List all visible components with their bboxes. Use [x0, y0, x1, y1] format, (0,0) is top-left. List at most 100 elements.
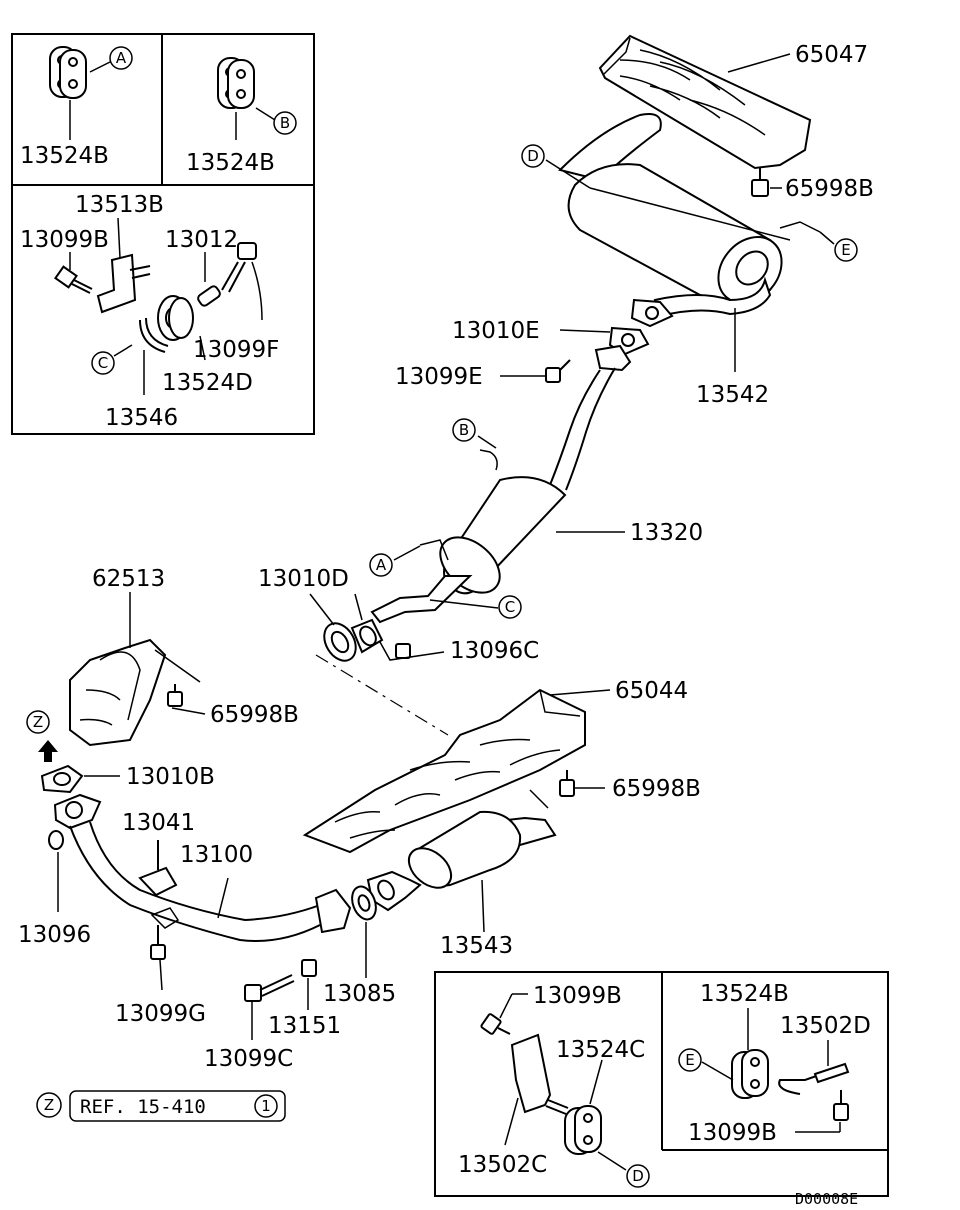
bolt-icon: [559, 770, 575, 797]
label-13524B-b: 13524B: [186, 150, 275, 176]
rubber-hanger-icon: [49, 46, 87, 99]
label-13320: 13320: [630, 520, 703, 546]
main-muffler: [558, 113, 783, 318]
callout-a-marker: A: [109, 46, 133, 70]
rubber-hanger-icon: [217, 57, 255, 109]
label-13502C: 13502C: [458, 1152, 547, 1178]
marker-text: A: [116, 49, 127, 67]
label-13099B-e: 13099B: [688, 1120, 777, 1146]
callout-a-marker: A: [369, 553, 393, 577]
nut-icon: [301, 959, 317, 977]
rubber-hanger-icon: [564, 1105, 602, 1155]
inset-hanger-e: 13524B E 13502D 13099B: [678, 981, 871, 1146]
bolt-f-icon: [221, 242, 257, 293]
label-62513: 62513: [92, 566, 165, 592]
label-13099B-c: 13099B: [20, 227, 109, 253]
label-13542: 13542: [696, 382, 769, 408]
gasket-icon: [323, 618, 384, 662]
callout-e-marker: E: [678, 1048, 702, 1072]
bolt-icon: [150, 925, 166, 960]
callout-b-marker: B: [452, 418, 476, 442]
inset-hanger-a: A 13524B: [20, 46, 133, 169]
label-65998B-top: 65998B: [785, 176, 874, 202]
label-13100: 13100: [180, 842, 253, 868]
callout-z-marker: Z: [26, 710, 50, 734]
label-13099E: 13099E: [395, 364, 483, 390]
bolt-icon: [480, 1013, 511, 1035]
bolt-icon: [167, 684, 183, 707]
callout-d-marker: D: [626, 1164, 650, 1188]
bolt-icon: [545, 359, 571, 383]
label-65047: 65047: [795, 42, 868, 68]
svg-text:Z: Z: [44, 1096, 54, 1114]
reference-note: Z REF. 15-410 1: [36, 1090, 286, 1122]
label-13099F: 13099F: [193, 337, 279, 363]
svg-text:E: E: [685, 1051, 694, 1069]
heat-shield-rear: [598, 34, 812, 170]
label-13513B: 13513B: [75, 192, 164, 218]
svg-text:B: B: [459, 421, 469, 439]
svg-text:C: C: [505, 598, 515, 616]
heat-shield-center: [302, 688, 586, 854]
gasket-icon: [608, 298, 674, 356]
gasket-icon: [40, 764, 84, 794]
label-13099C: 13099C: [204, 1046, 293, 1072]
inset-bottom-right: [434, 971, 889, 1197]
sensor-icon: [138, 840, 178, 897]
label-13010D: 13010D: [258, 566, 349, 592]
nut-icon: [395, 643, 411, 659]
inset-top-left: [11, 33, 315, 435]
inset-bracket-c: 13513B 13099B 13012 13099F: [20, 192, 279, 431]
callout-d-marker: D: [521, 144, 545, 168]
clamp-band-icon: [139, 317, 169, 353]
rubber-ring-icon: [157, 295, 194, 341]
reference-text: REF. 15-410: [80, 1096, 206, 1118]
label-13502D: 13502D: [780, 1013, 871, 1039]
label-13096C: 13096C: [450, 638, 539, 664]
label-13151: 13151: [268, 1013, 341, 1039]
label-65998B-mid: 65998B: [612, 776, 701, 802]
label-13096: 13096: [18, 922, 91, 948]
svg-text:C: C: [98, 354, 108, 372]
front-pipe: [53, 793, 352, 942]
drawing-code: D00008E: [795, 1190, 858, 1208]
callout-b-marker: B: [273, 111, 297, 135]
callout-e-marker: E: [834, 238, 858, 262]
svg-text:B: B: [280, 114, 290, 132]
hanger-rod-icon: [778, 1062, 850, 1095]
label-65998B-left: 65998B: [210, 702, 299, 728]
rubber-hanger-icon: [731, 1049, 769, 1099]
arrow-up-icon: [38, 740, 58, 762]
bracket-icon: [96, 253, 151, 314]
label-13524C: 13524C: [556, 1037, 645, 1063]
svg-text:1: 1: [261, 1097, 271, 1115]
label-13041: 13041: [122, 810, 195, 836]
label-13010B: 13010B: [126, 764, 215, 790]
svg-text:E: E: [841, 241, 850, 259]
svg-text:D: D: [527, 147, 539, 165]
bolt-icon: [751, 168, 769, 197]
label-13010E: 13010E: [452, 318, 540, 344]
spacer-icon: [197, 285, 221, 307]
heat-protector: [69, 638, 201, 747]
label-13524B-a: 13524B: [20, 143, 109, 169]
center-pipe-resonator: [370, 344, 632, 624]
label-13085: 13085: [323, 981, 396, 1007]
label-13524B-e: 13524B: [700, 981, 789, 1007]
inset-hanger-d: 13099B 13502C 13524C D: [458, 983, 650, 1188]
callout-c-marker: C: [91, 351, 115, 375]
label-13099G: 13099G: [115, 1001, 206, 1027]
bolt-icon: [833, 1090, 849, 1121]
label-13099B-d: 13099B: [533, 983, 622, 1009]
svg-text:D: D: [632, 1167, 644, 1185]
label-13546: 13546: [105, 405, 178, 431]
bolt-icon: [54, 265, 93, 294]
gasket-icon: [351, 885, 377, 921]
bolt-icon: [244, 974, 295, 1002]
bracket-icon: [510, 1033, 569, 1115]
label-13524D: 13524D: [162, 370, 253, 396]
label-13012: 13012: [165, 227, 238, 253]
inset-hanger-b: B 13524B: [186, 57, 297, 176]
label-65044: 65044: [615, 678, 688, 704]
